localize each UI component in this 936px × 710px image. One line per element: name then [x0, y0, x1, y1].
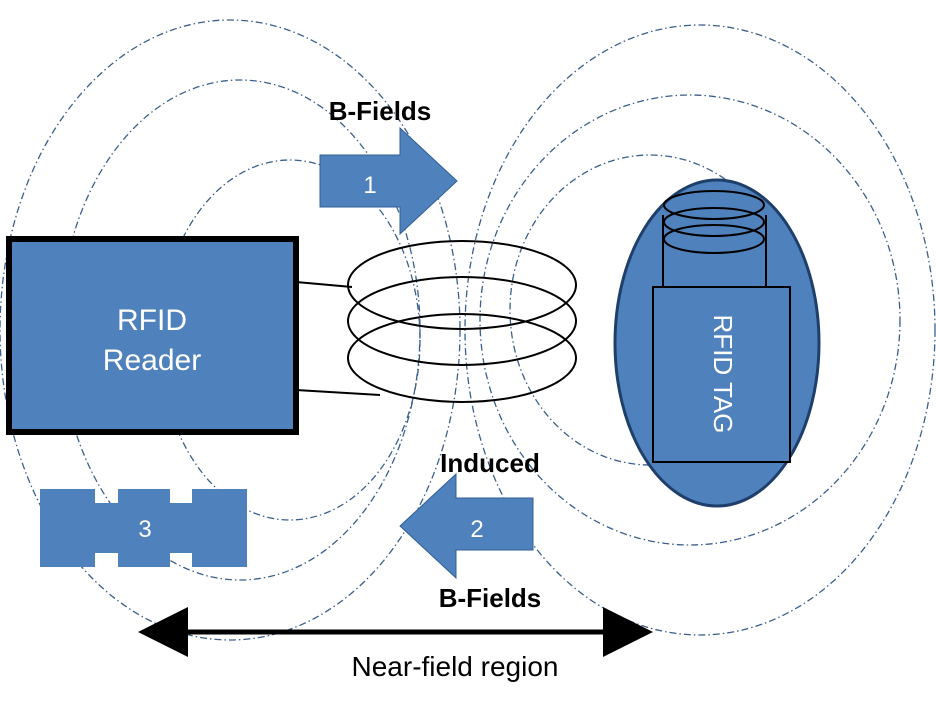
- tag-field-loop-middle: [479, 94, 901, 546]
- near-field-region-label: Near-field region: [352, 651, 559, 682]
- reader-wire-bottom: [295, 389, 381, 396]
- block-3-number: 3: [138, 516, 151, 543]
- reader-antenna-coil: [347, 240, 577, 403]
- arrow-1-right: [319, 126, 458, 236]
- reader-label-line2: Reader: [103, 344, 201, 377]
- rfid-reader-box: [6, 236, 299, 435]
- tag-coil: [662, 190, 767, 287]
- coil-loop-middle: [347, 276, 577, 366]
- bottom-b-fields-label: B-Fields: [439, 583, 542, 613]
- induced-label: Induced: [440, 448, 540, 478]
- tag-coil-loop-3: [663, 224, 765, 254]
- reader-field-loop-middle: [59, 79, 421, 581]
- coil-loop-bottom: [347, 313, 577, 403]
- top-b-fields-label: B-Fields: [329, 96, 432, 126]
- reader-wire-top: [295, 281, 353, 288]
- reader-label-line1: RFID: [117, 304, 187, 337]
- tag-field-loop-outer: [464, 24, 936, 636]
- tag-coil-loop-1: [663, 190, 765, 220]
- block-3: [40, 489, 247, 567]
- tag-label: RFID TAG: [708, 315, 738, 434]
- coil-loop-top: [347, 240, 577, 330]
- arrow-2-left: [399, 472, 534, 580]
- tag-chip-box: [652, 286, 791, 463]
- arrow-1-number: 1: [363, 172, 376, 199]
- tag-coil-loop-2: [663, 207, 765, 237]
- arrow-2-number: 2: [470, 516, 483, 543]
